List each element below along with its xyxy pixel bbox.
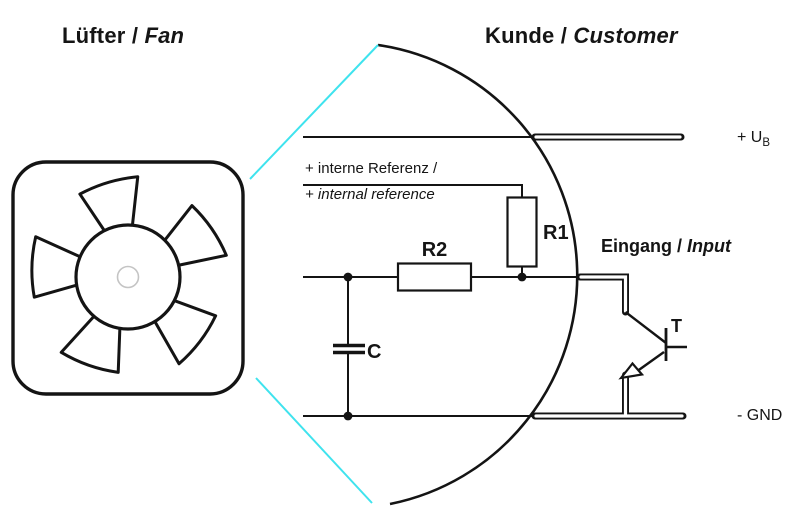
internal-reference-label-en: + internal reference	[305, 186, 435, 203]
fan-title-de: Lüfter /	[62, 23, 139, 48]
zoom-guide-line-bottom	[255, 377, 373, 504]
junction-dot	[343, 272, 353, 282]
input-label-en: Input	[687, 236, 731, 256]
junction-dot	[517, 272, 527, 282]
input-wire-channel	[579, 275, 628, 313]
junction-dot	[343, 411, 353, 421]
customer-side-wires-channel	[534, 135, 684, 418]
zoom-guide-lines	[249, 44, 379, 504]
capacitor-c-plates	[333, 343, 365, 355]
fan-title-en: Fan	[144, 23, 185, 48]
junction-dots	[343, 272, 527, 421]
input-label-de: Eingang /	[601, 236, 682, 256]
customer-title-de: Kunde /	[485, 23, 568, 48]
resistor-r1-body	[506, 196, 538, 268]
resistor-r2-body	[396, 262, 473, 292]
transistor-emitter-arrow-icon	[618, 361, 645, 380]
transistor-emitter-lead	[635, 351, 665, 373]
magnified-region-arc	[377, 43, 579, 506]
transistor-collector-lead	[624, 311, 667, 344]
supply-terminal-text: + U	[737, 129, 763, 146]
ground-terminal-label: - GND	[737, 407, 783, 424]
transistor-t-symbol	[618, 311, 687, 380]
zoom-guide-line-top	[249, 44, 379, 180]
fan-title: Lüfter / Fan	[62, 25, 184, 47]
resistor-r1-label: R1	[543, 222, 569, 244]
input-label: Eingang / Input	[601, 237, 731, 255]
fan-icon	[11, 160, 245, 396]
capacitor-c-label: C	[367, 341, 382, 363]
internal-reference-wire	[303, 184, 523, 198]
customer-title: Kunde / Customer	[485, 25, 678, 47]
transistor-t-label: T	[671, 316, 682, 336]
customer-title-en: Customer	[573, 23, 678, 48]
fan-hub-center-hole	[116, 265, 140, 289]
supply-terminal-subscript: B	[762, 137, 771, 149]
supply-terminal-label: + UB	[737, 130, 770, 150]
input-wire-customer-side	[576, 273, 629, 316]
internal-reference-label-de: + interne Referenz /	[305, 160, 438, 177]
resistor-r2-label: R2	[421, 239, 448, 261]
